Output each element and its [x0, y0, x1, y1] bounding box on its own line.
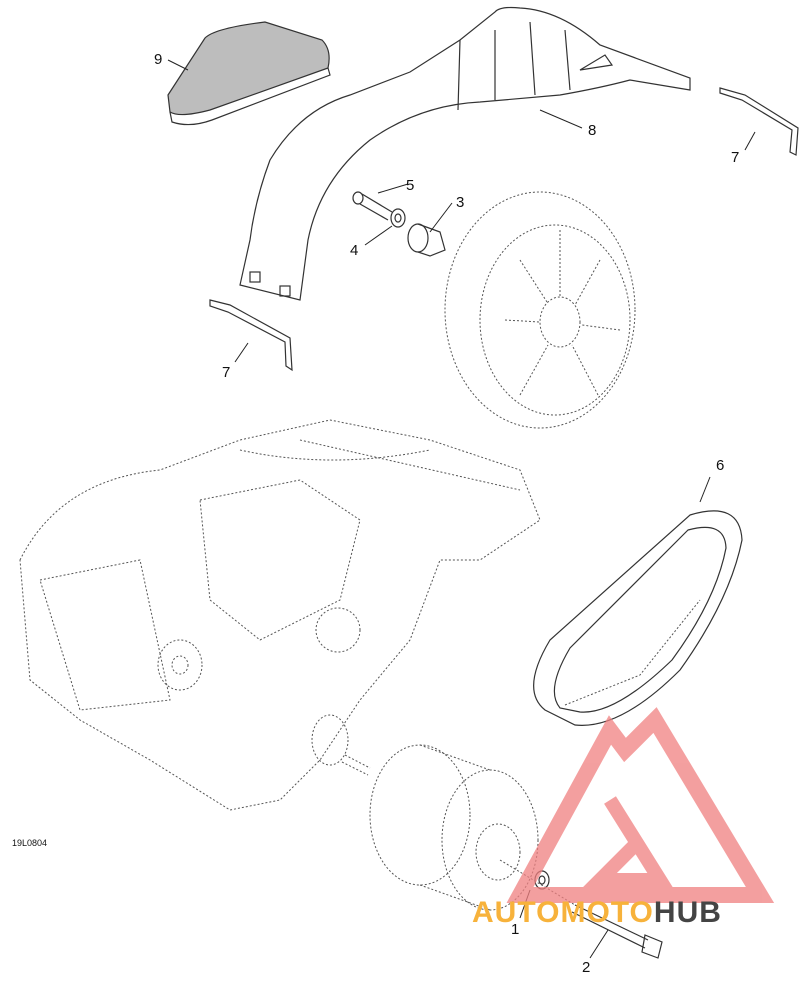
callout-5: 5: [406, 177, 415, 194]
part-7-gasket-lower: [209, 299, 293, 372]
part-4-washer: [390, 208, 406, 228]
drive-pulley-reference: [369, 744, 539, 911]
part-9-filter-pad: [167, 21, 331, 126]
callout-2: 2: [582, 959, 591, 976]
part-5-screw: [352, 191, 393, 221]
part-7-gasket-upper: [719, 87, 799, 156]
driven-pulley-reference: [444, 191, 636, 429]
watermark-text-part1: AUTOMOTO: [472, 896, 654, 929]
part-8-belt-guard: [239, 6, 691, 301]
engine-reference: [19, 419, 541, 811]
callout-7-upper: 7: [731, 149, 740, 166]
part-3-spacer: [407, 223, 446, 257]
callout-8: 8: [588, 122, 597, 139]
callout-1: 1: [511, 921, 520, 938]
callout-9: 9: [154, 51, 163, 68]
callout-4: 4: [350, 242, 359, 259]
callout-7-lower: 7: [222, 364, 231, 381]
diagram-code: 19L0804: [12, 838, 48, 848]
part-6-drive-belt: [533, 510, 743, 726]
watermark-logo-icon: [506, 707, 775, 903]
leader-lines: [167, 59, 756, 959]
watermark-text-part2: HUB: [653, 896, 722, 929]
watermark-text: AUTOMOTOHUB: [472, 898, 722, 928]
callout-6: 6: [716, 457, 725, 474]
callout-3: 3: [456, 194, 465, 211]
